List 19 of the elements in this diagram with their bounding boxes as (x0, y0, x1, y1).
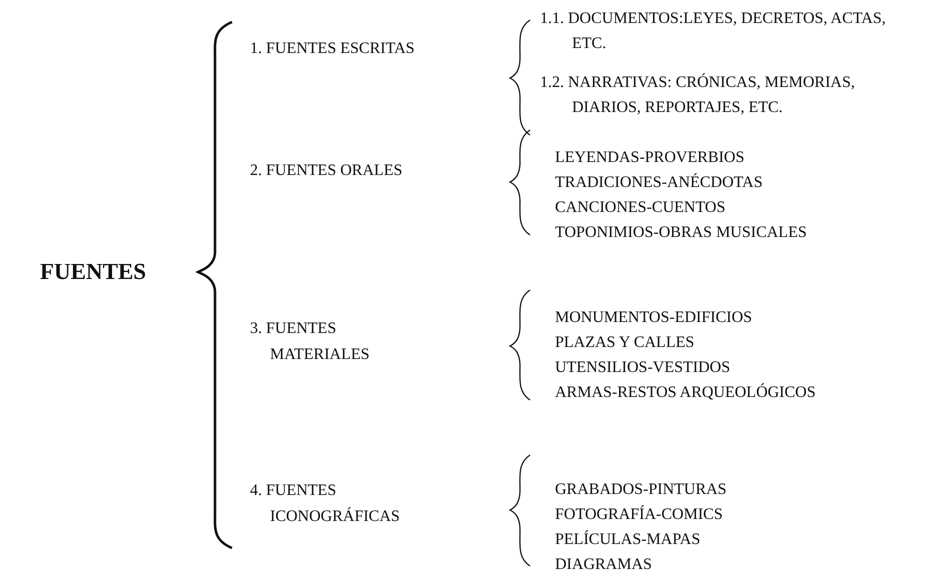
list-item: TRADICIONES-ANÉCDOTAS (555, 172, 763, 193)
list-item: CANCIONES-CUENTOS (555, 198, 726, 218)
list-item: FOTOGRAFÍA-COMICS (555, 504, 723, 525)
list-item: 1.2. NARRATIVAS: CRÓNICAS, MEMORIAS, DIARIOS, REPORTAJES, ETC. (540, 72, 856, 118)
list-item: TOPONIMIOS-OBRAS MUSICALES (555, 223, 807, 243)
category-text: 3. FUENTES MATERIALES (250, 319, 371, 365)
list-item: ARMAS-RESTOS ARQUEOLÓGICOS (555, 382, 816, 403)
category-text: 1. FUENTES ESCRITAS (250, 39, 416, 59)
list-item: MONUMENTOS-EDIFICIOS (555, 308, 752, 328)
heading-text: FUENTES (40, 258, 146, 286)
list-item: DIAGRAMAS (555, 555, 652, 573)
category-text: 4. FUENTES ICONOGRÁFICAS (250, 481, 401, 527)
list-item: UTENSILIOS-VESTIDOS (555, 358, 730, 378)
list-item: GRABADOS-PINTURAS (555, 480, 727, 500)
list-item: LEYENDAS-PROVERBIOS (555, 148, 744, 168)
list-item: 1.1. DOCUMENTOS:LEYES, DECRETOS, ACTAS, ETC. (540, 9, 887, 54)
list-item: PELÍCULAS-MAPAS (555, 529, 700, 550)
category-text: 2. FUENTES ORALES (250, 161, 404, 181)
list-item: PLAZAS Y CALLES (555, 333, 694, 353)
